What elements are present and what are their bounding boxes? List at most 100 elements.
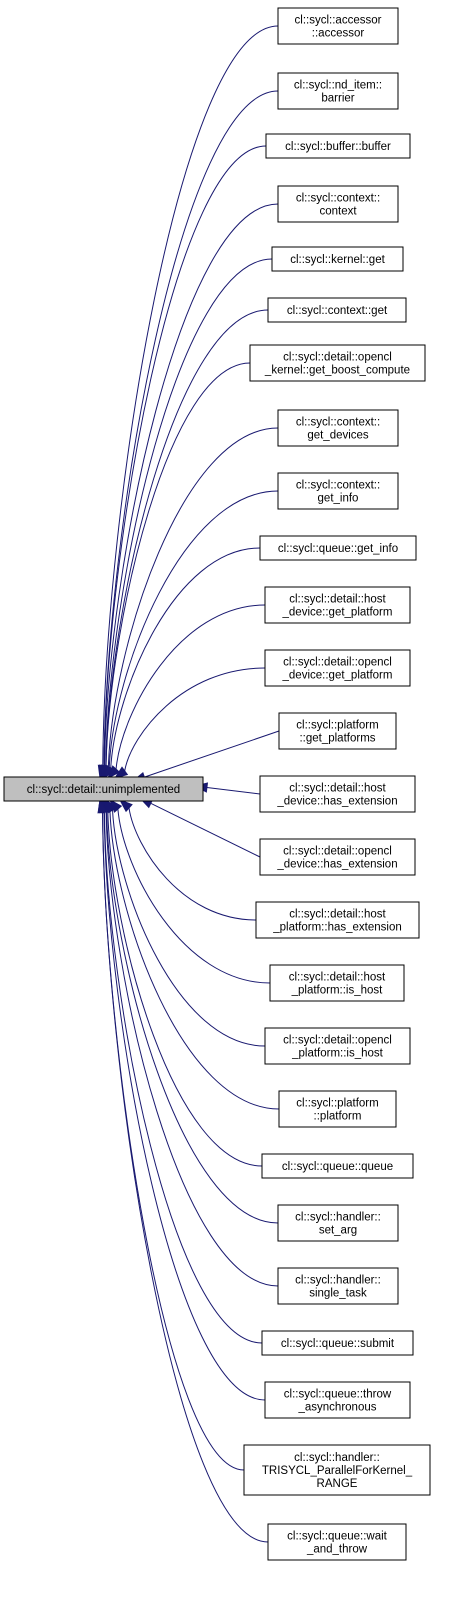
caller-node-box — [264, 1381, 411, 1419]
caller-node-label: cl::sycl::context:: — [296, 417, 380, 429]
arrow-head-icon — [107, 765, 121, 780]
call-edge — [105, 811, 279, 1287]
caller-node[interactable]: cl::sycl::queue::wait_and_throw — [267, 1523, 407, 1561]
call-edge — [103, 811, 266, 1401]
caller-node-label: cl::sycl::platform — [296, 1098, 378, 1110]
caller-node-label: RANGE — [317, 1478, 358, 1490]
caller-node[interactable]: cl::sycl::context::get_info — [277, 472, 399, 510]
arrow-head-icon — [113, 766, 129, 779]
caller-node-label: cl::sycl::context:: — [296, 480, 380, 492]
caller-node[interactable]: cl::sycl::queue::get_info — [259, 535, 417, 561]
source-node-box — [3, 776, 204, 802]
caller-node-box — [269, 964, 405, 1002]
call-edge — [112, 810, 266, 1047]
caller-node-box — [259, 535, 417, 561]
caller-node[interactable]: cl::sycl::detail::host_platform::has_ext… — [255, 901, 420, 939]
caller-node[interactable]: cl::sycl::handler::TRISYCL_ParallelForKe… — [243, 1444, 431, 1496]
call-edge — [150, 802, 261, 858]
caller-node-box — [267, 297, 407, 323]
caller-node-label: _device::has_extension — [276, 859, 397, 871]
caller-node-label: _platform::is_host — [291, 985, 384, 997]
caller-node-label: cl::sycl::handler:: — [295, 1275, 381, 1287]
caller-node-label: cl::sycl::detail::opencl — [283, 352, 392, 364]
caller-node-label: ::get_platforms — [299, 733, 375, 745]
call-edge — [102, 811, 269, 1543]
caller-node-label: TRISYCL_ParallelForKernel_ — [262, 1465, 413, 1477]
call-edge — [107, 427, 279, 768]
call-edge — [107, 810, 263, 1167]
call-edge — [106, 811, 279, 1224]
caller-node-label: cl::sycl::detail::opencl — [283, 846, 392, 858]
caller-node[interactable]: cl::sycl::platform::get_platforms — [278, 712, 397, 750]
caller-node[interactable]: cl::sycl::queue::queue — [261, 1153, 414, 1179]
caller-node-box — [255, 901, 420, 939]
graph-edges — [97, 25, 280, 1543]
caller-node-box — [261, 1330, 414, 1356]
caller-node-label: cl::sycl::context:: — [296, 193, 380, 205]
caller-node-label: _device::has_extension — [276, 796, 397, 808]
caller-node[interactable]: cl::sycl::detail::host_device::get_platf… — [264, 586, 411, 624]
call-edge — [117, 808, 271, 984]
caller-node[interactable]: cl::sycl::context::get_devices — [277, 409, 399, 447]
caller-node-label: cl::sycl::handler:: — [295, 1212, 381, 1224]
call-edge — [144, 730, 280, 778]
caller-node[interactable]: cl::sycl::detail::host_platform::is_host — [269, 964, 405, 1002]
caller-node-label: cl::sycl::nd_item:: — [294, 80, 382, 92]
source-node-label: cl::sycl::detail::unimplemented — [27, 784, 180, 796]
call-edge — [110, 547, 261, 769]
caller-node[interactable]: cl::sycl::kernel::get — [271, 246, 404, 272]
caller-node-box — [261, 1153, 414, 1179]
caller-node-label: _platform::has_extension — [272, 922, 402, 934]
caller-node[interactable]: cl::sycl::handler::set_arg — [277, 1204, 399, 1242]
call-edge — [104, 203, 279, 767]
caller-node-label: single_task — [309, 1288, 367, 1300]
arrow-head-icon — [118, 799, 133, 813]
caller-node-label: _device::get_platform — [282, 670, 393, 682]
caller-node-label: get_info — [318, 493, 359, 505]
caller-node[interactable]: cl::sycl::queue::throw_asynchronous — [264, 1381, 411, 1419]
caller-node-label: _and_throw — [306, 1544, 368, 1556]
caller-node-box — [278, 712, 397, 750]
call-edge — [103, 145, 267, 767]
caller-node-label: ::platform — [314, 1111, 362, 1123]
caller-node-label: _asynchronous — [298, 1402, 377, 1414]
caller-node-label: _device::get_platform — [282, 607, 393, 619]
caller-node[interactable]: cl::sycl::nd_item::barrier — [277, 72, 399, 110]
caller-node-label: cl::sycl::detail::opencl — [283, 1035, 392, 1047]
caller-node[interactable]: cl::sycl::accessor::accessor — [277, 7, 399, 45]
caller-node-label: cl::sycl::context::get — [287, 305, 388, 317]
caller-node-box — [277, 1204, 399, 1242]
caller-node[interactable]: cl::sycl::context::get — [267, 297, 407, 323]
caller-node[interactable]: cl::sycl::detail::opencl_kernel::get_boo… — [249, 344, 426, 382]
caller-node[interactable]: cl::sycl::detail::opencl_device::get_pla… — [264, 649, 411, 687]
call-edge — [103, 811, 263, 1344]
call-edge — [103, 90, 279, 767]
call-edge — [109, 810, 280, 1110]
caller-node[interactable]: cl::sycl::handler::single_task — [277, 1267, 399, 1305]
caller-node-label: cl::sycl::detail::host — [289, 909, 386, 921]
call-edge — [128, 807, 257, 921]
caller-node-label: ::accessor — [312, 28, 365, 40]
caller-node-box — [249, 344, 426, 382]
caller-node-label: barrier — [321, 93, 354, 105]
caller-node[interactable]: cl::sycl::queue::submit — [261, 1330, 414, 1356]
caller-node-label: cl::sycl::accessor — [295, 15, 382, 27]
caller-node-box — [271, 246, 404, 272]
call-edge — [206, 786, 261, 795]
source-node[interactable]: cl::sycl::detail::unimplemented — [3, 776, 204, 802]
caller-node-label: cl::sycl::detail::host — [289, 594, 386, 606]
caller-node-box — [278, 1090, 397, 1128]
caller-node[interactable]: cl::sycl::context::context — [277, 185, 399, 223]
caller-node[interactable]: cl::sycl::detail::opencl_platform::is_ho… — [264, 1027, 411, 1065]
caller-node-label: context — [319, 206, 357, 218]
caller-node-box — [277, 7, 399, 45]
caller-node-label: set_arg — [319, 1225, 357, 1237]
caller-node[interactable]: cl::sycl::detail::host_device::has_exten… — [259, 775, 416, 813]
call-edge — [105, 362, 251, 767]
caller-node[interactable]: cl::sycl::detail::opencl_device::has_ext… — [259, 838, 416, 876]
call-edge — [115, 604, 266, 770]
caller-node-box — [277, 185, 399, 223]
caller-node[interactable]: cl::sycl::buffer::buffer — [265, 133, 411, 159]
caller-node[interactable]: cl::sycl::platform::platform — [278, 1090, 397, 1128]
